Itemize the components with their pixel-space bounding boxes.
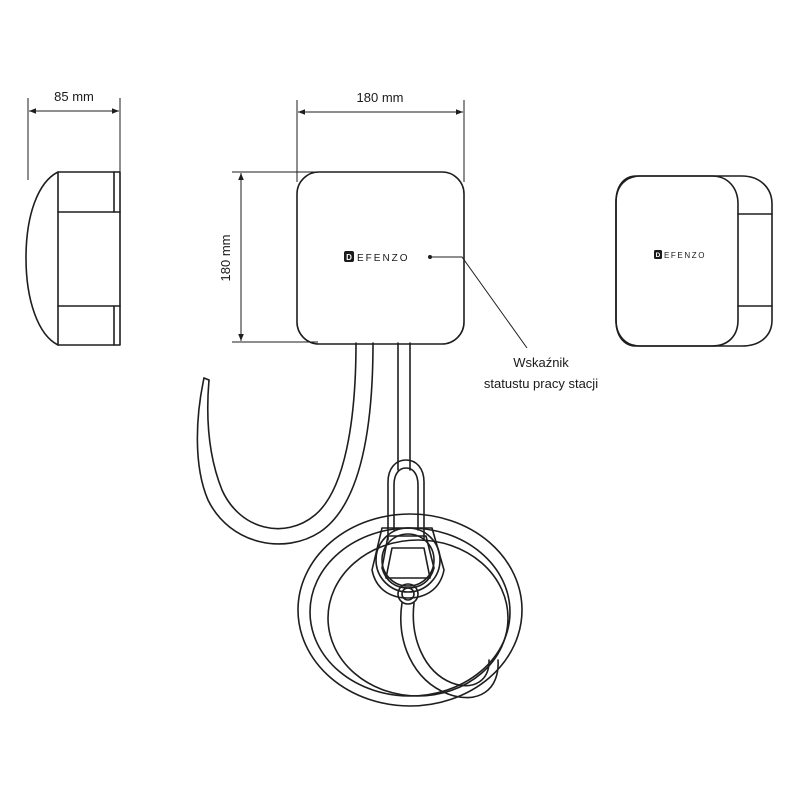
depth-dimension-label: 85 mm: [54, 89, 94, 104]
perspective-housing-back: [615, 175, 773, 347]
perspective-housing-front: [615, 175, 739, 347]
side-housing-outline: [25, 171, 121, 346]
status-callout-leader: [430, 256, 528, 349]
perspective-brand-logo: D EFENZO: [654, 250, 706, 260]
cable-coil-inner: [327, 539, 509, 697]
plug-head: [385, 547, 431, 579]
plug-cable-outer: [400, 602, 499, 699]
status-callout-line1: Wskaźnik: [513, 355, 569, 370]
width-dimension-label: 180 mm: [357, 90, 404, 105]
holster-body: [371, 527, 445, 599]
power-cable-outer: [207, 342, 357, 530]
power-cable-inner: [196, 342, 374, 545]
cable-coil-middle: [309, 527, 511, 697]
front-housing: [296, 171, 465, 345]
plug-collar: [397, 583, 419, 605]
perspective-brand-name: EFENZO: [664, 251, 706, 260]
power-cable-end: [203, 377, 210, 381]
plug-cable-inner: [412, 602, 490, 687]
cable-coil-outer: [297, 513, 523, 707]
perspective-view: D EFENZO: [615, 175, 773, 347]
logo-mark: [344, 251, 354, 262]
plug-collar-inner: [401, 587, 415, 601]
brand-logo: D EFENZO: [344, 251, 410, 264]
height-dimension-label: 180 mm: [218, 235, 233, 282]
brand-name: EFENZO: [357, 253, 410, 264]
holster-hook-outer: [387, 459, 425, 541]
perspective-logo-letter: D: [656, 252, 661, 259]
perspective-logo-mark: [654, 250, 662, 259]
status-callout-line2: statustu pracy stacji: [484, 376, 598, 391]
charging-plug: [375, 527, 441, 605]
plug-ring-inner: [381, 533, 435, 587]
side-view: 85 mm: [25, 89, 121, 346]
plug-ring-outer: [375, 527, 441, 593]
logo-letter: D: [346, 253, 352, 262]
holster-hook-inner: [393, 467, 419, 531]
front-view: 180 mm 180 mm D EFENZO Wskaźnik statustu…: [196, 90, 598, 707]
